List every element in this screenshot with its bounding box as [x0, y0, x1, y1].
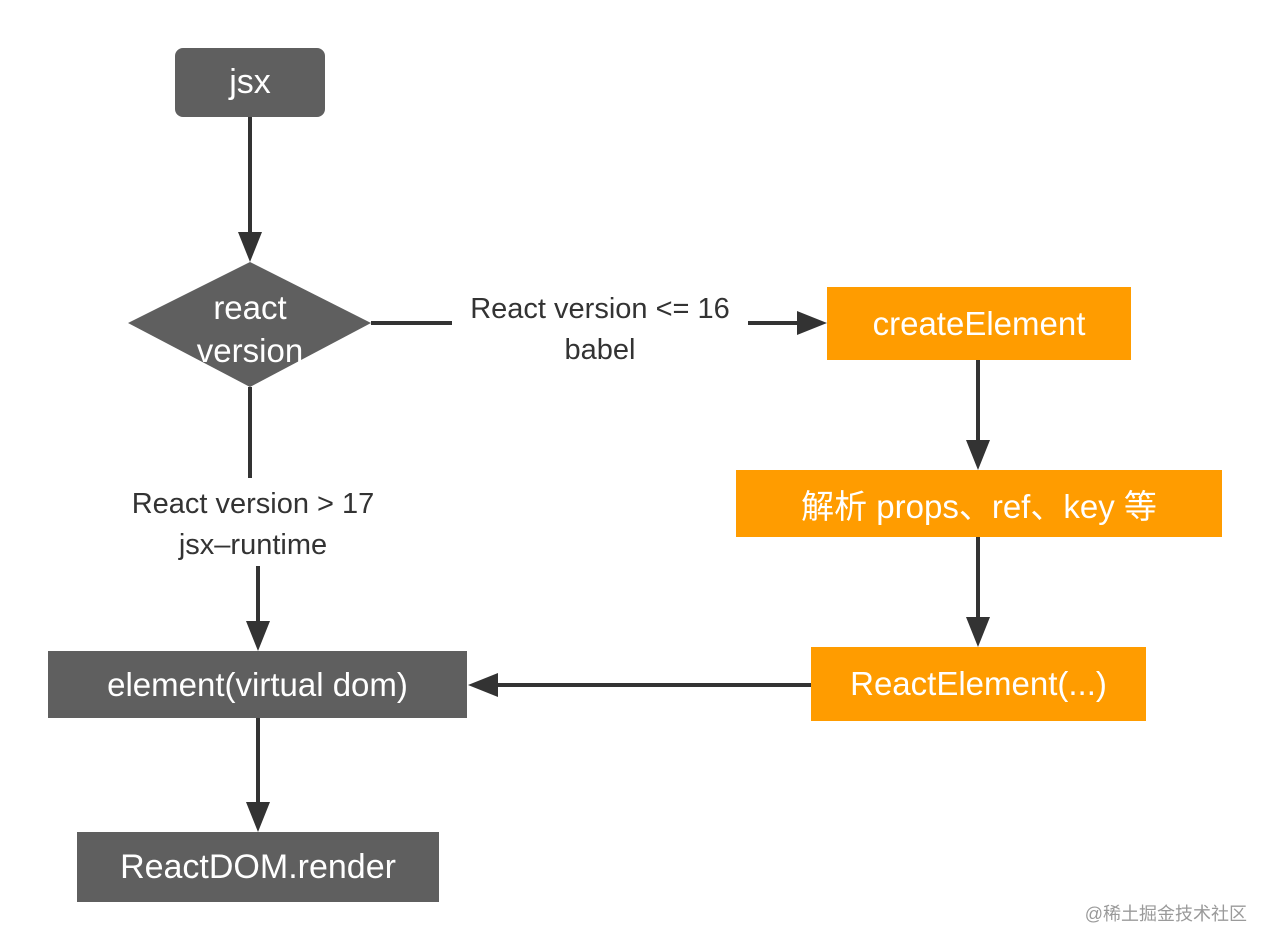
- edge-label-old-path-line-1: React version <= 16: [470, 293, 730, 325]
- edge-label-new-path-line-2: jsx–runtime: [178, 529, 328, 561]
- jsx-node: jsx: [175, 48, 325, 117]
- virtual-dom-element-label: element(virtual dom): [107, 665, 408, 703]
- arrowhead-to-create-element: [797, 311, 827, 335]
- create-element-label: createElement: [872, 304, 1086, 342]
- decision-label-line-2: version: [196, 332, 304, 369]
- watermark: @稀土掘金技术社区: [1084, 904, 1247, 924]
- decision-label-line-1: react: [213, 289, 287, 326]
- edge-label-old-path: React version <= 16 babel: [452, 289, 748, 371]
- arrowhead-jsx-to-decision: [238, 232, 262, 262]
- jsx-node-label: jsx: [229, 63, 271, 101]
- edge-label-old-path-line-2: babel: [564, 334, 636, 366]
- arrowhead-to-render: [246, 802, 270, 832]
- arrowhead-to-react-element: [966, 617, 990, 647]
- edge-label-new-path-line-1: React version > 17: [131, 488, 375, 520]
- arrowhead-to-element-left: [468, 673, 498, 697]
- react-element-node: ReactElement(...): [811, 647, 1146, 721]
- parse-props-label: 解析 props、ref、key 等: [801, 487, 1157, 525]
- decision-label: react version: [160, 286, 340, 372]
- reactdom-render-label: ReactDOM.render: [120, 847, 396, 886]
- edge-label-new-path: React version > 17 jsx–runtime: [112, 484, 394, 566]
- arrowhead-to-element: [246, 621, 270, 651]
- create-element-node: createElement: [827, 287, 1131, 360]
- react-element-label: ReactElement(...): [850, 665, 1107, 702]
- arrowhead-to-parse: [966, 440, 990, 470]
- parse-props-node: 解析 props、ref、key 等: [736, 470, 1222, 537]
- decision-diamond: [128, 262, 371, 387]
- reactdom-render-node: ReactDOM.render: [77, 832, 439, 902]
- virtual-dom-element-node: element(virtual dom): [48, 651, 467, 718]
